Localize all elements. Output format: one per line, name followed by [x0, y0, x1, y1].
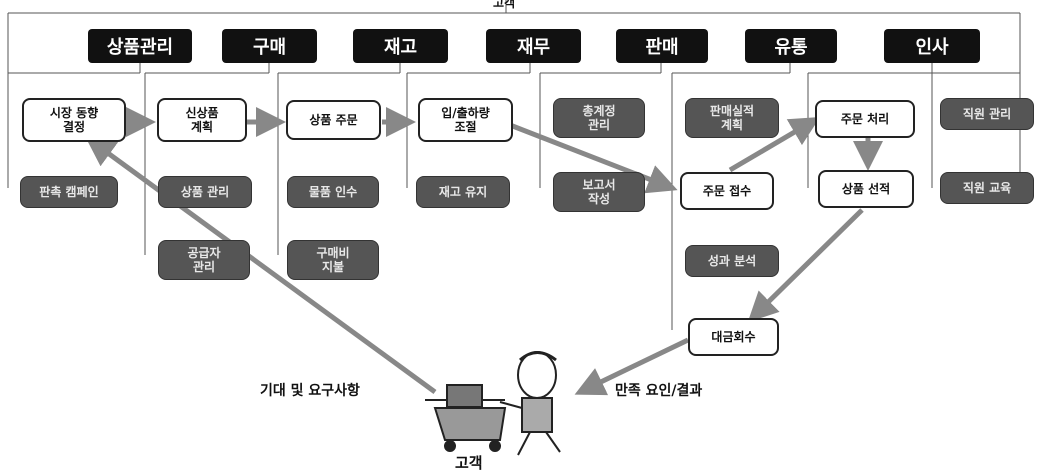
- dept-hr: 인사: [884, 29, 980, 63]
- satisfaction-label: 만족 요인/결과: [615, 383, 703, 399]
- process-inventory-control: 입/출하량 조절: [418, 98, 513, 142]
- process-payment-collection: 대금회수: [688, 318, 779, 356]
- dept-product-mgmt: 상품관리: [88, 29, 192, 63]
- arrow-inventory-to-receipt: [509, 122, 678, 194]
- top-customer-label: 고객: [493, 0, 516, 10]
- process-product-order: 상품 주문: [286, 100, 381, 140]
- process-product-selection: 상품 선적: [818, 170, 914, 208]
- task-purchase-payment: 구매비 지불: [287, 240, 379, 280]
- department-lines: [8, 63, 1020, 330]
- customer-label: 고객: [455, 454, 483, 472]
- arrow-payment-to-customer: [574, 337, 690, 396]
- task-general-ledger: 총계정 관리: [553, 98, 645, 138]
- process-market-trend: 시장 동향 결정: [22, 98, 126, 142]
- shopping-customer-icon: [425, 351, 561, 456]
- needs-label: 기대 및 요구사항: [260, 383, 360, 399]
- task-performance-analysis: 성과 분석: [685, 245, 779, 277]
- process-order-processing: 주문 처리: [815, 100, 915, 138]
- dept-sales: 판매: [616, 29, 708, 63]
- arrow-receipt-to-processing: [728, 116, 821, 173]
- task-report-writing: 보고서 작성: [553, 172, 645, 212]
- task-goods-receipt: 물품 인수: [287, 176, 379, 208]
- task-sales-campaign: 판촉 캠페인: [20, 176, 118, 208]
- process-new-product-plan: 신상품 계획: [157, 98, 247, 142]
- dept-inventory: 재고: [353, 29, 448, 63]
- task-product-management: 상품 관리: [158, 176, 252, 208]
- task-employee-management: 직원 관리: [940, 98, 1034, 130]
- process-order-receipt: 주문 접수: [680, 172, 774, 210]
- dept-purchase: 구매: [222, 29, 317, 63]
- dept-distribution: 유통: [745, 29, 837, 63]
- task-supplier-management: 공급자 관리: [158, 240, 250, 280]
- dept-finance: 재무: [486, 29, 581, 63]
- task-employee-training: 직원 교육: [940, 172, 1034, 204]
- task-sales-performance-plan: 판매실적 계획: [685, 98, 779, 138]
- process-arrows: [85, 107, 883, 396]
- arrow-selection-to-payment: [747, 208, 864, 323]
- task-stock-maintenance: 재고 유지: [416, 176, 510, 208]
- arrow-customer-to-market: [85, 136, 437, 395]
